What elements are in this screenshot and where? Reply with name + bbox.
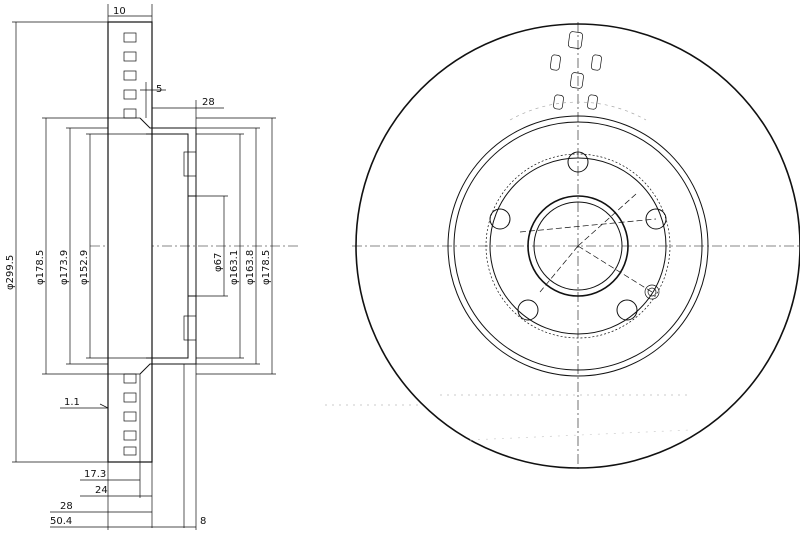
locating-hole bbox=[644, 284, 660, 300]
bolt-hole-right bbox=[645, 208, 667, 230]
dim-outer-diameter: φ299.5 bbox=[5, 255, 16, 290]
dim-163-8: φ163.8 bbox=[245, 250, 256, 285]
bolt-hole-top bbox=[567, 151, 589, 173]
hat-outline bbox=[139, 117, 197, 375]
hat-inner-outline bbox=[146, 133, 189, 359]
dim-24: 24 bbox=[95, 485, 108, 496]
dim-178-5-right: φ178.5 bbox=[261, 250, 272, 285]
dim-152-9: φ152.9 bbox=[79, 250, 90, 285]
bolt-hole-bottom-left bbox=[517, 299, 539, 321]
dim-hat-depth: 28 bbox=[202, 97, 215, 108]
friction-ring-inner-edge bbox=[447, 115, 709, 377]
dim-top-thickness: 10 bbox=[113, 6, 126, 17]
front-view bbox=[325, 22, 800, 472]
bottom-dimension-lines bbox=[50, 364, 197, 530]
bolt-hole-bottom-right bbox=[616, 299, 638, 321]
center-bore-inner bbox=[533, 201, 623, 291]
dim-step: 1.1 bbox=[64, 397, 80, 408]
dim-163-1: φ163.1 bbox=[229, 250, 240, 285]
construction-lines bbox=[519, 193, 657, 293]
hat-outer-edge bbox=[453, 121, 703, 371]
top-dimension-lines bbox=[107, 4, 224, 128]
vent-slot-marks bbox=[549, 31, 602, 110]
diameter-dimension-lines bbox=[12, 21, 276, 463]
hat-face bbox=[489, 157, 667, 335]
dim-28: 28 bbox=[60, 501, 73, 512]
bolt-holes bbox=[489, 151, 667, 321]
bolt-hole-left bbox=[489, 208, 511, 230]
side-section-view: 10 5 28 φ299.5 φ178.5 φ173.9 φ152.9 φ67 … bbox=[5, 4, 300, 530]
bolt-circle bbox=[485, 153, 671, 339]
dim-17-3: 17.3 bbox=[84, 469, 106, 480]
dim-8: 8 bbox=[200, 516, 206, 527]
dim-top-offset: 5 bbox=[156, 84, 162, 95]
dim-50-4: 50.4 bbox=[50, 516, 72, 527]
center-bore bbox=[527, 195, 629, 297]
disc-outer-edge bbox=[355, 23, 800, 469]
dim-178-5-left: φ178.5 bbox=[35, 250, 46, 285]
dim-173-9: φ173.9 bbox=[59, 250, 70, 285]
dim-67: φ67 bbox=[213, 253, 224, 272]
